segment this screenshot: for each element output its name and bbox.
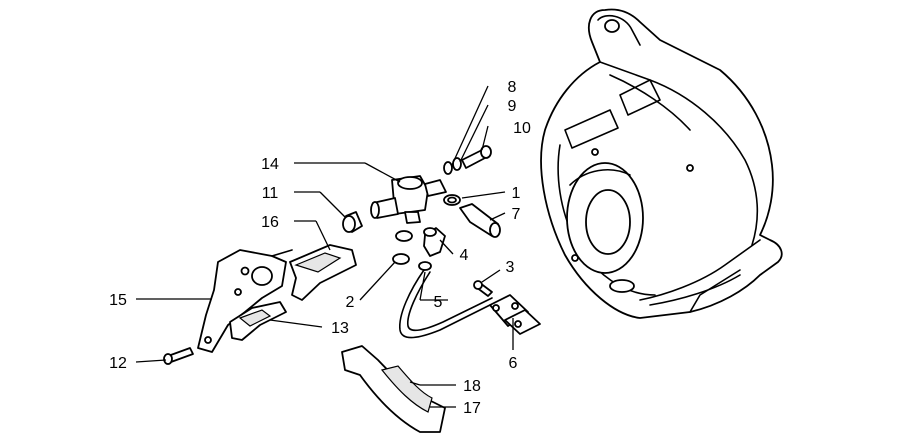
spacer-part-11 (342, 211, 363, 233)
callout-15: 15 (109, 292, 127, 309)
callout-13: 13 (331, 320, 349, 337)
callout-2: 2 (346, 294, 355, 311)
leader-lines (135, 85, 514, 408)
callout-3: 3 (506, 259, 515, 276)
housing-cover (540, 8, 783, 319)
trim-part-17 (341, 345, 446, 433)
callout-18: 18 (463, 378, 481, 395)
clip-part-1 (443, 194, 461, 206)
screw-washers-parts-8-9-10 (443, 145, 492, 175)
bolt-part-3 (473, 280, 493, 297)
callout-10: 10 (513, 120, 531, 137)
pad-part-13 (229, 301, 287, 341)
hose-part-7 (459, 203, 501, 238)
flange-part-6 (489, 294, 541, 335)
callout-1: 1 (512, 185, 521, 202)
elbow-part-4 (423, 227, 446, 257)
clip-part-2 (392, 230, 432, 271)
callout-17: 17 (463, 400, 481, 417)
callout-4: 4 (460, 247, 469, 264)
callout-8: 8 (508, 79, 517, 96)
callout-5: 5 (434, 294, 443, 311)
callout-9: 9 (508, 98, 517, 115)
callout-14: 14 (261, 156, 279, 173)
callout-6: 6 (509, 355, 518, 372)
pipe-part-5 (399, 269, 493, 339)
callout-labels: 8 9 10 14 11 16 1 7 4 3 2 5 15 13 6 12 1… (109, 79, 531, 417)
callout-7: 7 (512, 206, 521, 223)
screw-part-12 (163, 347, 194, 365)
trim-part-18 (380, 365, 433, 413)
callout-11: 11 (262, 185, 279, 202)
valve-body-part-14 (370, 175, 447, 224)
callout-16: 16 (261, 214, 279, 231)
pad-part-16 (289, 244, 357, 301)
callout-12: 12 (109, 355, 127, 372)
